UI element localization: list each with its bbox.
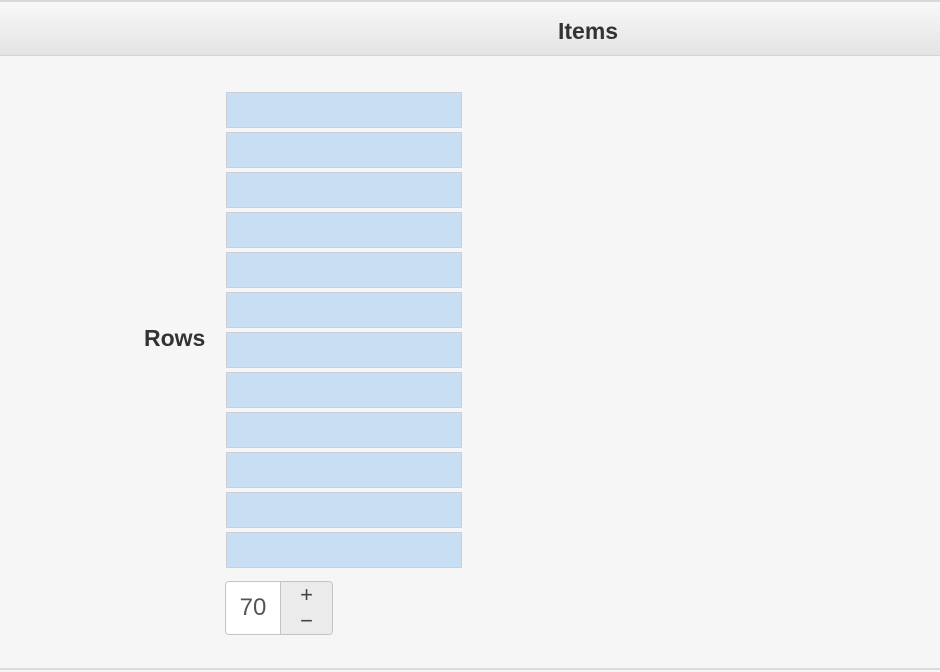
header-title: Items — [558, 18, 619, 44]
row-item[interactable] — [226, 372, 462, 408]
row-item[interactable] — [226, 292, 462, 328]
stepper-buttons: + − — [281, 582, 332, 634]
row-item[interactable] — [226, 172, 462, 208]
row-item[interactable] — [226, 132, 462, 168]
row-item[interactable] — [226, 532, 462, 568]
header-bar: Items — [0, 0, 940, 56]
rows-label: Rows — [144, 325, 206, 351]
row-item[interactable] — [226, 412, 462, 448]
decrement-button[interactable]: − — [300, 608, 313, 633]
increment-button[interactable]: + — [300, 582, 313, 607]
stepper-value[interactable]: 70 — [226, 582, 281, 634]
row-item[interactable] — [226, 252, 462, 288]
row-item[interactable] — [226, 212, 462, 248]
rows-stepper: 70 + − — [225, 581, 333, 635]
bottom-divider — [0, 668, 940, 670]
row-item[interactable] — [226, 332, 462, 368]
row-item[interactable] — [226, 92, 462, 128]
rows-list — [226, 92, 462, 572]
row-item[interactable] — [226, 492, 462, 528]
row-item[interactable] — [226, 452, 462, 488]
